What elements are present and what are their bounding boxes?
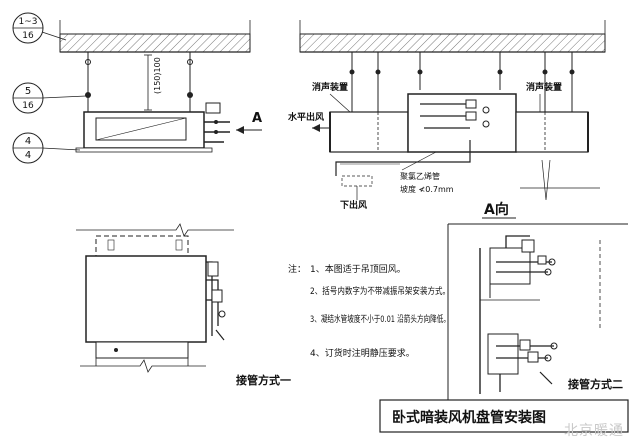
- svg-text:16: 16: [22, 31, 34, 41]
- note-2: 2、括号内数字为不带减振吊架安装方式。: [310, 285, 450, 297]
- method-two-unit-top: [489, 247, 531, 285]
- svg-text:5: 5: [25, 86, 31, 97]
- notes-heading: 注：: [288, 263, 306, 275]
- note-4: 4、订货时注明静压要求。: [310, 347, 415, 359]
- view-label: A向: [484, 201, 509, 218]
- note-1: 1、本图适于吊顶回风。: [310, 263, 406, 275]
- caption-method-two: 接管方式二: [568, 377, 623, 391]
- ceiling-slab-left: [59, 33, 251, 53]
- callout-2: 5 16: [12, 82, 44, 114]
- pipe-note-line1: 聚氯乙烯管: [400, 171, 440, 181]
- muffler-right-label: 消声装置: [526, 81, 562, 93]
- down-outlet-label: 下出风: [340, 199, 367, 211]
- a-direction-view: 消声装置 消声装置 水平出风 下出风 聚氯乙烯管 坡度 ≮0.7mm A向: [288, 20, 606, 219]
- fcu-body-a-view: [407, 93, 517, 153]
- note-3: 3、凝结水管坡度不小于0.01 沿箭头方向降低。: [310, 313, 450, 325]
- svg-text:4: 4: [25, 136, 31, 147]
- notes-block: 注： 1、本图适于吊顶回风。 2、括号内数字为不带减振吊架安装方式。 3、凝结水…: [288, 263, 450, 359]
- ceiling-slab-right: [299, 33, 606, 53]
- method-two-unit-bottom: [487, 333, 519, 375]
- method-two-panel: 接管方式二: [447, 223, 628, 400]
- plan-fcu-body: [85, 255, 207, 343]
- dimension-label: (150)100: [153, 57, 162, 94]
- valve-left-view: [205, 102, 221, 114]
- muffler-right: [515, 111, 589, 153]
- plan-view-method-one: 接管方式一: [76, 223, 291, 387]
- svg-text:4: 4: [25, 150, 31, 161]
- callout-3: 4 4: [12, 132, 44, 164]
- title-block: 卧式暗装风机盘管安装图: [379, 399, 629, 433]
- caption-method-one: 接管方式一: [236, 373, 291, 387]
- horizontal-outlet-label: 水平出风: [288, 111, 324, 123]
- svg-text:1~3: 1~3: [19, 17, 38, 27]
- title-block-text: 卧式暗装风机盘管安装图: [392, 409, 546, 426]
- left-elevation: (150)100 A 1~3 16 5: [12, 12, 262, 164]
- watermark: 北京暖通: [564, 423, 624, 439]
- muffler-left-label: 消声装置: [312, 81, 348, 93]
- direction-marker: A: [252, 111, 262, 126]
- callout-1: 1~3 16: [12, 12, 44, 44]
- pipe-note-line2: 坡度 ≮0.7mm: [400, 184, 454, 194]
- muffler-left: [329, 111, 409, 153]
- svg-text:16: 16: [22, 101, 34, 111]
